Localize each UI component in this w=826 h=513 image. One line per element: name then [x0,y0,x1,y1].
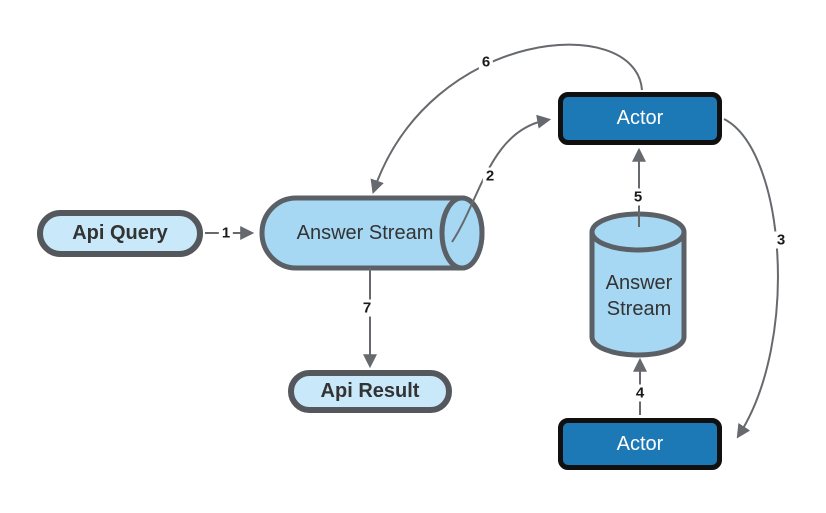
db-top-ellipse [589,211,687,253]
edge-label-3: 3 [773,231,789,249]
edge-label-2: 2 [482,167,498,185]
actor-top-label: Actor [616,107,664,129]
edge-label-1: 1 [218,224,234,242]
answer-stream-db-label: Answer Stream [605,272,673,320]
actor-bottom-label: Actor [616,432,664,455]
answer-stream-db-node [589,211,687,358]
api-result-node: Api Result [288,370,452,413]
edge-label-7: 7 [359,299,375,317]
edge-label-4: 4 [632,384,648,402]
edge-label-5: 5 [630,188,646,206]
actor-bottom-node: Actor [558,418,722,470]
api-query-label: Api Query [72,222,168,244]
api-result-label: Api Result [320,380,420,402]
db-body-shape [589,232,687,358]
actor-top-node: Actor [558,92,722,145]
answer-stream-pipe-label: Answer Stream [296,222,434,244]
edge-3-actor-top-to-actor-bottom [723,118,779,439]
api-query-node: Api Query [37,210,203,257]
edge-label-6: 6 [478,53,494,71]
